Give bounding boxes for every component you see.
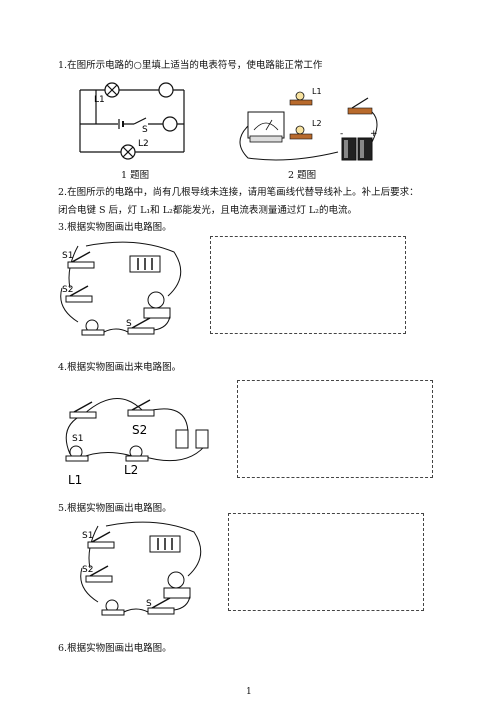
question-4-text: 4.根据实物图画出来电路图。 [58,362,182,373]
meter-circle-top [158,82,174,98]
lamp-l1-device [289,91,313,106]
figure-3-circuit: S1 S2 S [60,241,182,336]
figure-2-components: L1 L2 - + [239,87,378,161]
switch-s1-device [87,531,115,549]
figure-4-circuit: S1 S2 L1 L2 [65,398,209,486]
battery-device [129,255,161,273]
fig2-label-l1: L1 [312,87,322,96]
switch-s2-device [127,399,155,417]
switch-device [347,97,373,115]
switch-s-symbol [133,117,148,126]
battery-device [175,429,209,449]
label-s: S [142,125,148,135]
motor-device [143,291,171,319]
figure-1-circuit: L1 S L2 [79,82,185,160]
question-3-text: 3.根据实物图画出电路图。 [58,222,172,233]
question-2-line1: 2.在图所示的电路中，尚有几根导线未连接，请用笔画线代替导线补上。补上后要求： [58,187,419,198]
question-5-text: 5.根据实物图画出电路图。 [58,503,172,514]
fig4-label-l1: L1 [68,473,82,486]
fig4-label-s1: S1 [72,434,83,444]
lamp-l2-device [289,125,313,140]
fig3-label-s2: S2 [62,285,73,295]
fig2-label-l2: L2 [312,119,322,128]
lamp-l1-device [65,445,89,462]
ammeter-device [247,111,285,143]
lamp-device [81,319,105,336]
fig2-label-plus: + [370,129,378,139]
switch-s2-device [65,285,93,303]
figure-2-caption: 2 题图 [288,170,317,181]
switch-s1-device [69,401,97,419]
fig5-label-s: S [146,599,152,609]
battery-device [149,535,181,553]
meter-circle-middle [162,116,178,132]
question-6-text: 6.根据实物图画出电路图。 [58,643,172,654]
page-number: 1 [246,687,252,697]
battery-symbol [118,118,124,130]
switch-s-device [147,597,175,615]
answer-box-q5[interactable] [228,513,424,611]
fig4-label-s2: S2 [132,423,147,437]
fig4-label-l2: L2 [124,463,138,477]
fig2-label-minus: - [340,129,343,139]
figure-1-caption: 1 题图 [121,170,150,181]
battery-device [341,137,373,161]
answer-box-q4[interactable] [237,380,433,478]
lamp-l2-symbol [120,144,136,160]
question-2-line2: 闭合电键 S 后，灯 L₁和 L₂都能发光，且电流表测量通过灯 L₂的电流。 [58,205,357,216]
switch-s1-device [67,251,95,269]
question-1-text: 1.在图所示电路的○里填上适当的电表符号，使电路能正常工作 [58,60,323,71]
fig3-label-s: S [126,319,132,329]
answer-box-q3[interactable] [210,236,406,334]
label-l2: L2 [138,139,149,149]
fig3-label-s1: S1 [62,251,73,261]
motor-device [163,571,191,599]
lamp-l2-device [125,445,149,462]
label-l1: L1 [94,95,105,105]
switch-s2-device [85,565,113,583]
lamp-l1-symbol [104,82,120,98]
fig5-label-s2: S2 [82,565,93,575]
lamp-device [101,599,125,616]
figure-5-circuit: S1 S2 S [80,521,202,616]
switch-s-device [127,317,155,335]
fig5-label-s1: S1 [82,531,93,541]
